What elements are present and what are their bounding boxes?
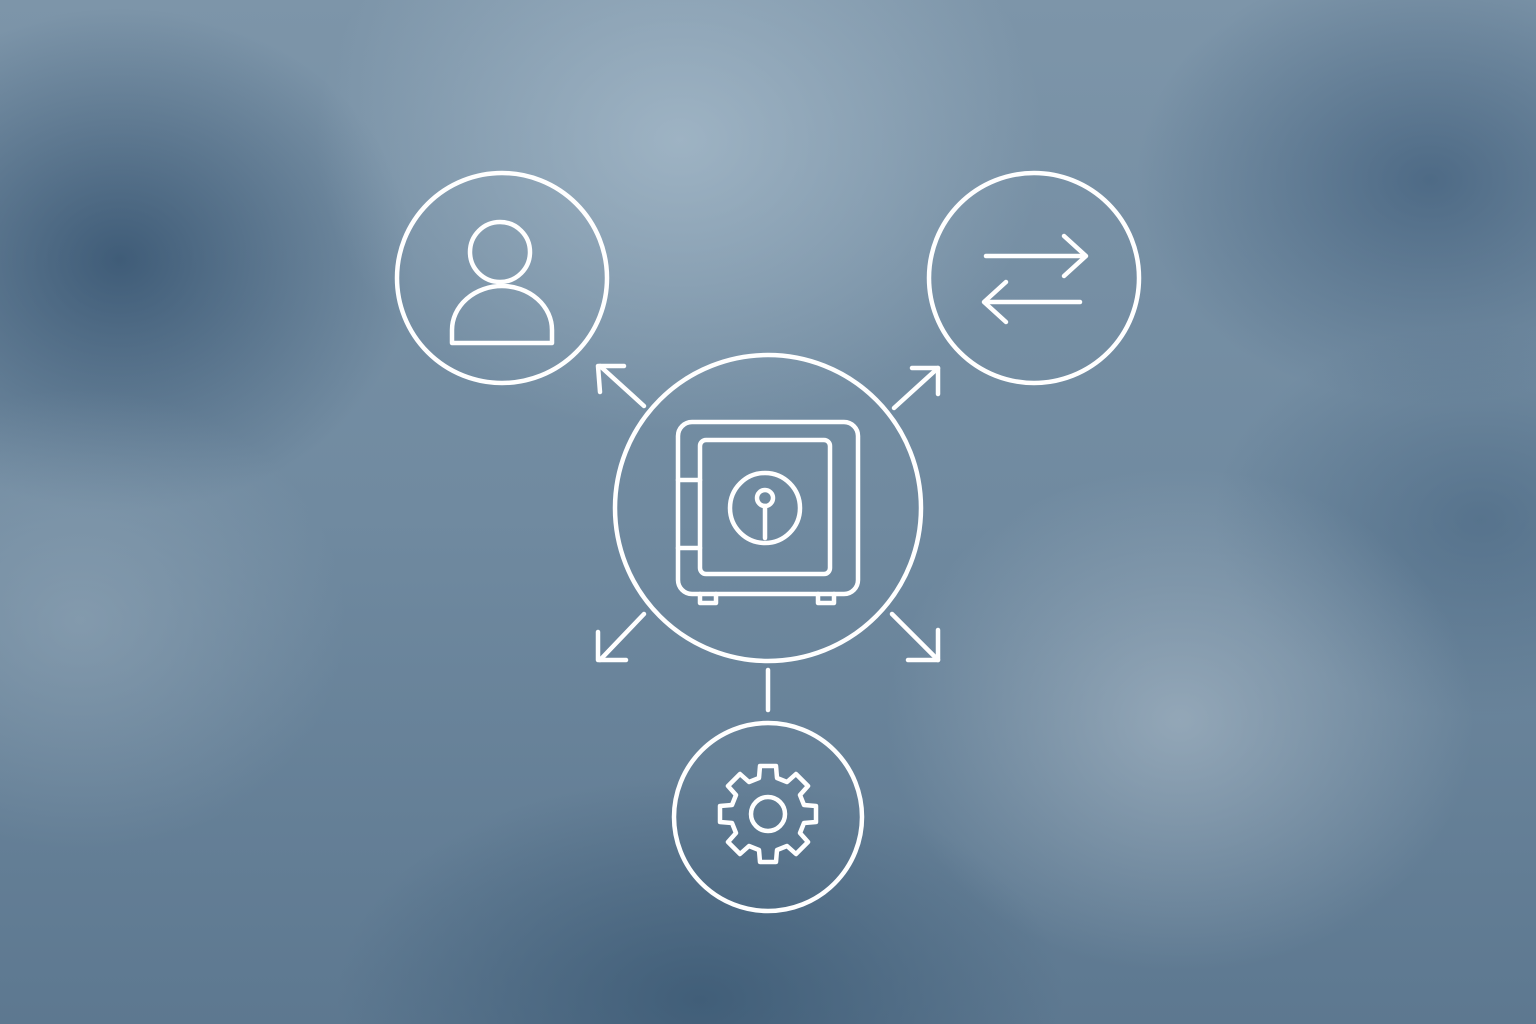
transfer-node [926, 170, 1142, 386]
connector-to-transfer [891, 365, 941, 411]
connector-to-user [595, 363, 647, 409]
arrow-out-right [889, 611, 941, 663]
settings-node-circle [671, 720, 865, 914]
transfer-node-circle [926, 170, 1142, 386]
gear-icon [717, 763, 819, 865]
hub-circle [612, 352, 924, 664]
arrow-to-user [597, 363, 647, 409]
user-node-circle [394, 170, 610, 386]
arrow-to-transfer [891, 365, 941, 411]
swap-arrows-icon [981, 233, 1089, 325]
settings-node [671, 720, 865, 914]
connector-out-left [595, 611, 647, 663]
user-node [394, 170, 610, 386]
hub-node [612, 352, 924, 664]
connector-out-right [889, 611, 941, 663]
user-icon [449, 219, 555, 346]
safe-vault-icon [675, 419, 861, 606]
arrow-out-left [597, 611, 647, 663]
